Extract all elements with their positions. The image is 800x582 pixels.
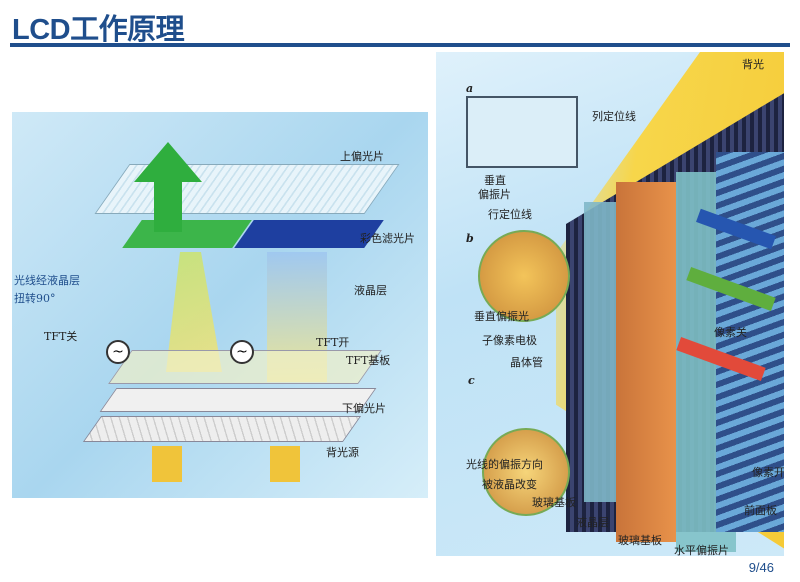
lcd-layer-diagram: ~ ~ 上偏光片 彩色滤光片 液晶层 光线经液晶层 扭转90° TFT关 TFT…: [12, 112, 428, 498]
label-pixel-on: 像素开: [752, 466, 784, 479]
label-inset-c: c: [468, 374, 475, 387]
label-backlight: 背光源: [326, 446, 359, 459]
inset-a-box: [466, 96, 578, 168]
title-divider: [10, 43, 790, 47]
label-top-polarizer: 上偏光片: [340, 150, 384, 163]
label-twist-2: 扭转90°: [14, 292, 56, 305]
inset-b-magnifier: [478, 230, 570, 322]
green-arrow-shaft: [154, 182, 182, 232]
label-row-line: 行定位线: [488, 208, 532, 221]
label-column-line: 列定位线: [592, 110, 636, 123]
label-vertical-polarizer-2: 偏振片: [478, 188, 511, 201]
label-horizontal-polarizer: 水平偏振片: [674, 544, 729, 556]
label-vertical-polarized-light: 垂直偏振光: [474, 310, 529, 323]
bottom-polarizer-plate: [99, 388, 377, 412]
ac-source-on-icon: ~: [230, 340, 254, 364]
label-tft-off: TFT关: [44, 330, 78, 343]
green-arrow-icon: [134, 142, 202, 182]
label-liquid-crystal: 液晶层: [354, 284, 387, 297]
page-number: 9/46: [748, 560, 774, 575]
label-subpixel-electrode: 子像素电极: [482, 334, 537, 347]
label-glass-substrate-1: 玻璃基板: [532, 496, 576, 509]
backlight-arrow-right: [270, 446, 300, 482]
label-liquid-crystal: 液晶层: [576, 516, 609, 529]
label-pol-change-1: 光线的偏振方向: [466, 458, 543, 471]
label-glass-substrate-2: 玻璃基板: [618, 534, 662, 547]
label-bottom-polarizer: 下偏光片: [342, 402, 386, 415]
lcd-panel-cutaway: 背光 a 垂直 偏振片 列定位线 行定位线 b 垂直偏振光 子像素电极 晶体管 …: [436, 52, 784, 556]
liquid-crystal-layer: [616, 182, 676, 542]
label-pixel-off: 像素关: [714, 326, 747, 339]
slide-title: LCD工作原理: [12, 14, 185, 46]
label-tft-substrate: TFT基板: [346, 354, 391, 367]
label-vertical-polarizer-1: 垂直: [484, 174, 506, 187]
label-transistor: 晶体管: [510, 356, 543, 369]
label-tft-on: TFT开: [316, 336, 350, 349]
inset-c-magnifier: [482, 428, 570, 516]
label-color-filter: 彩色滤光片: [360, 232, 415, 245]
label-twist-1: 光线经液晶层: [14, 274, 80, 287]
backlight-plate: [82, 416, 362, 442]
label-backlight: 背光: [742, 58, 764, 71]
label-front-panel: 前面板: [744, 504, 777, 517]
color-filter-green: [122, 220, 252, 248]
backlight-arrow-left: [152, 446, 182, 482]
label-pol-change-2: 被液晶改变: [482, 478, 537, 491]
label-inset-b: b: [466, 232, 474, 245]
front-panel-layer: [716, 152, 784, 532]
label-inset-a: a: [466, 82, 474, 95]
ac-source-off-icon: ~: [106, 340, 130, 364]
